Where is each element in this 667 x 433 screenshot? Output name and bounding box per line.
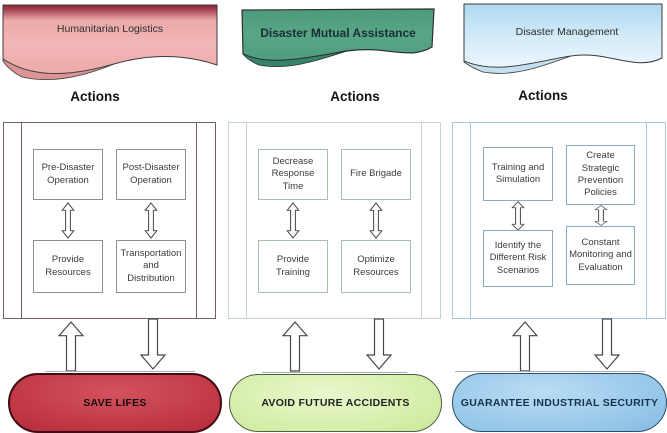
- ellipse-shadow-line: [45, 371, 195, 372]
- up-arrow-icon: [512, 321, 538, 372]
- outcome-industrial-security: GUARANTEE INDUSTRIAL SECURITY: [452, 373, 667, 432]
- wave-banner-disaster-management: [463, 3, 663, 74]
- banner-fold: [463, 55, 572, 74]
- double-arrow-icon: [61, 202, 75, 239]
- double-arrow-icon: [286, 202, 300, 239]
- outcome-save-lifes: SAVE LIFES: [8, 373, 222, 433]
- panel-inner-line: [246, 123, 247, 318]
- banner-label-mutual-assistance: Disaster Mutual Assistance: [260, 26, 416, 40]
- action-box-post-disaster: Post-Disaster Operation: [116, 149, 186, 200]
- actions-panel-mutual-assistance: Decrease Response Time Fire Brigade Prov…: [228, 122, 441, 319]
- actions-label-col1: Actions: [70, 89, 120, 104]
- double-arrow-icon: [594, 205, 608, 226]
- wave-banner-humanitarian: [2, 4, 218, 80]
- actions-label-col2: Actions: [330, 89, 380, 104]
- action-box-fire-brigade: Fire Brigade: [341, 149, 411, 200]
- double-arrow-icon: [144, 202, 158, 239]
- banner-label-humanitarian: Humanitarian Logistics: [56, 23, 164, 35]
- ellipse-shadow-line: [262, 372, 407, 373]
- action-box-provide-resources: Provide Resources: [33, 240, 103, 293]
- down-arrow-icon: [366, 318, 392, 370]
- panel-inner-line: [196, 123, 197, 318]
- wave-banner-mutual-assistance: [241, 8, 435, 68]
- actions-label-col3: Actions: [518, 88, 568, 103]
- double-arrow-icon: [511, 201, 525, 231]
- panel-inner-line: [421, 123, 422, 318]
- up-arrow-icon: [282, 321, 308, 372]
- down-arrow-icon: [140, 318, 166, 370]
- actions-panel-disaster-management: Training and Simulation Create Strategic…: [452, 122, 666, 319]
- banner-label-disaster-management: Disaster Management: [515, 26, 619, 38]
- action-box-risk-scenarios: Identify the Different Risk Scenarios: [483, 230, 553, 287]
- outcome-avoid-accidents: AVOID FUTURE ACCIDENTS: [229, 374, 442, 432]
- panel-inner-line: [470, 123, 471, 318]
- action-box-provide-training: Provide Training: [258, 240, 328, 293]
- panel-inner-line: [646, 123, 647, 318]
- action-box-monitoring-evaluation: Constant Monitoring and Evaluation: [566, 226, 635, 285]
- action-box-prevention-policies: Create Strategic Prevention Policies: [566, 145, 635, 205]
- up-arrow-icon: [58, 321, 84, 372]
- ellipse-shadow-line: [455, 371, 645, 372]
- action-box-transportation: Transportation and Distribution: [116, 240, 186, 293]
- banner-fold: [242, 50, 348, 68]
- action-box-optimize-resources: Optimize Resources: [341, 240, 411, 293]
- double-arrow-icon: [369, 202, 383, 239]
- panel-inner-line: [21, 123, 22, 318]
- down-arrow-icon: [594, 318, 620, 370]
- actions-panel-humanitarian: Pre-Disaster Operation Post-Disaster Ope…: [3, 122, 216, 319]
- action-box-pre-disaster: Pre-Disaster Operation: [33, 149, 103, 200]
- banner-fold: [2, 58, 115, 80]
- action-box-decrease-response: Decrease Response Time: [258, 149, 328, 200]
- action-box-training-simulation: Training and Simulation: [483, 147, 553, 201]
